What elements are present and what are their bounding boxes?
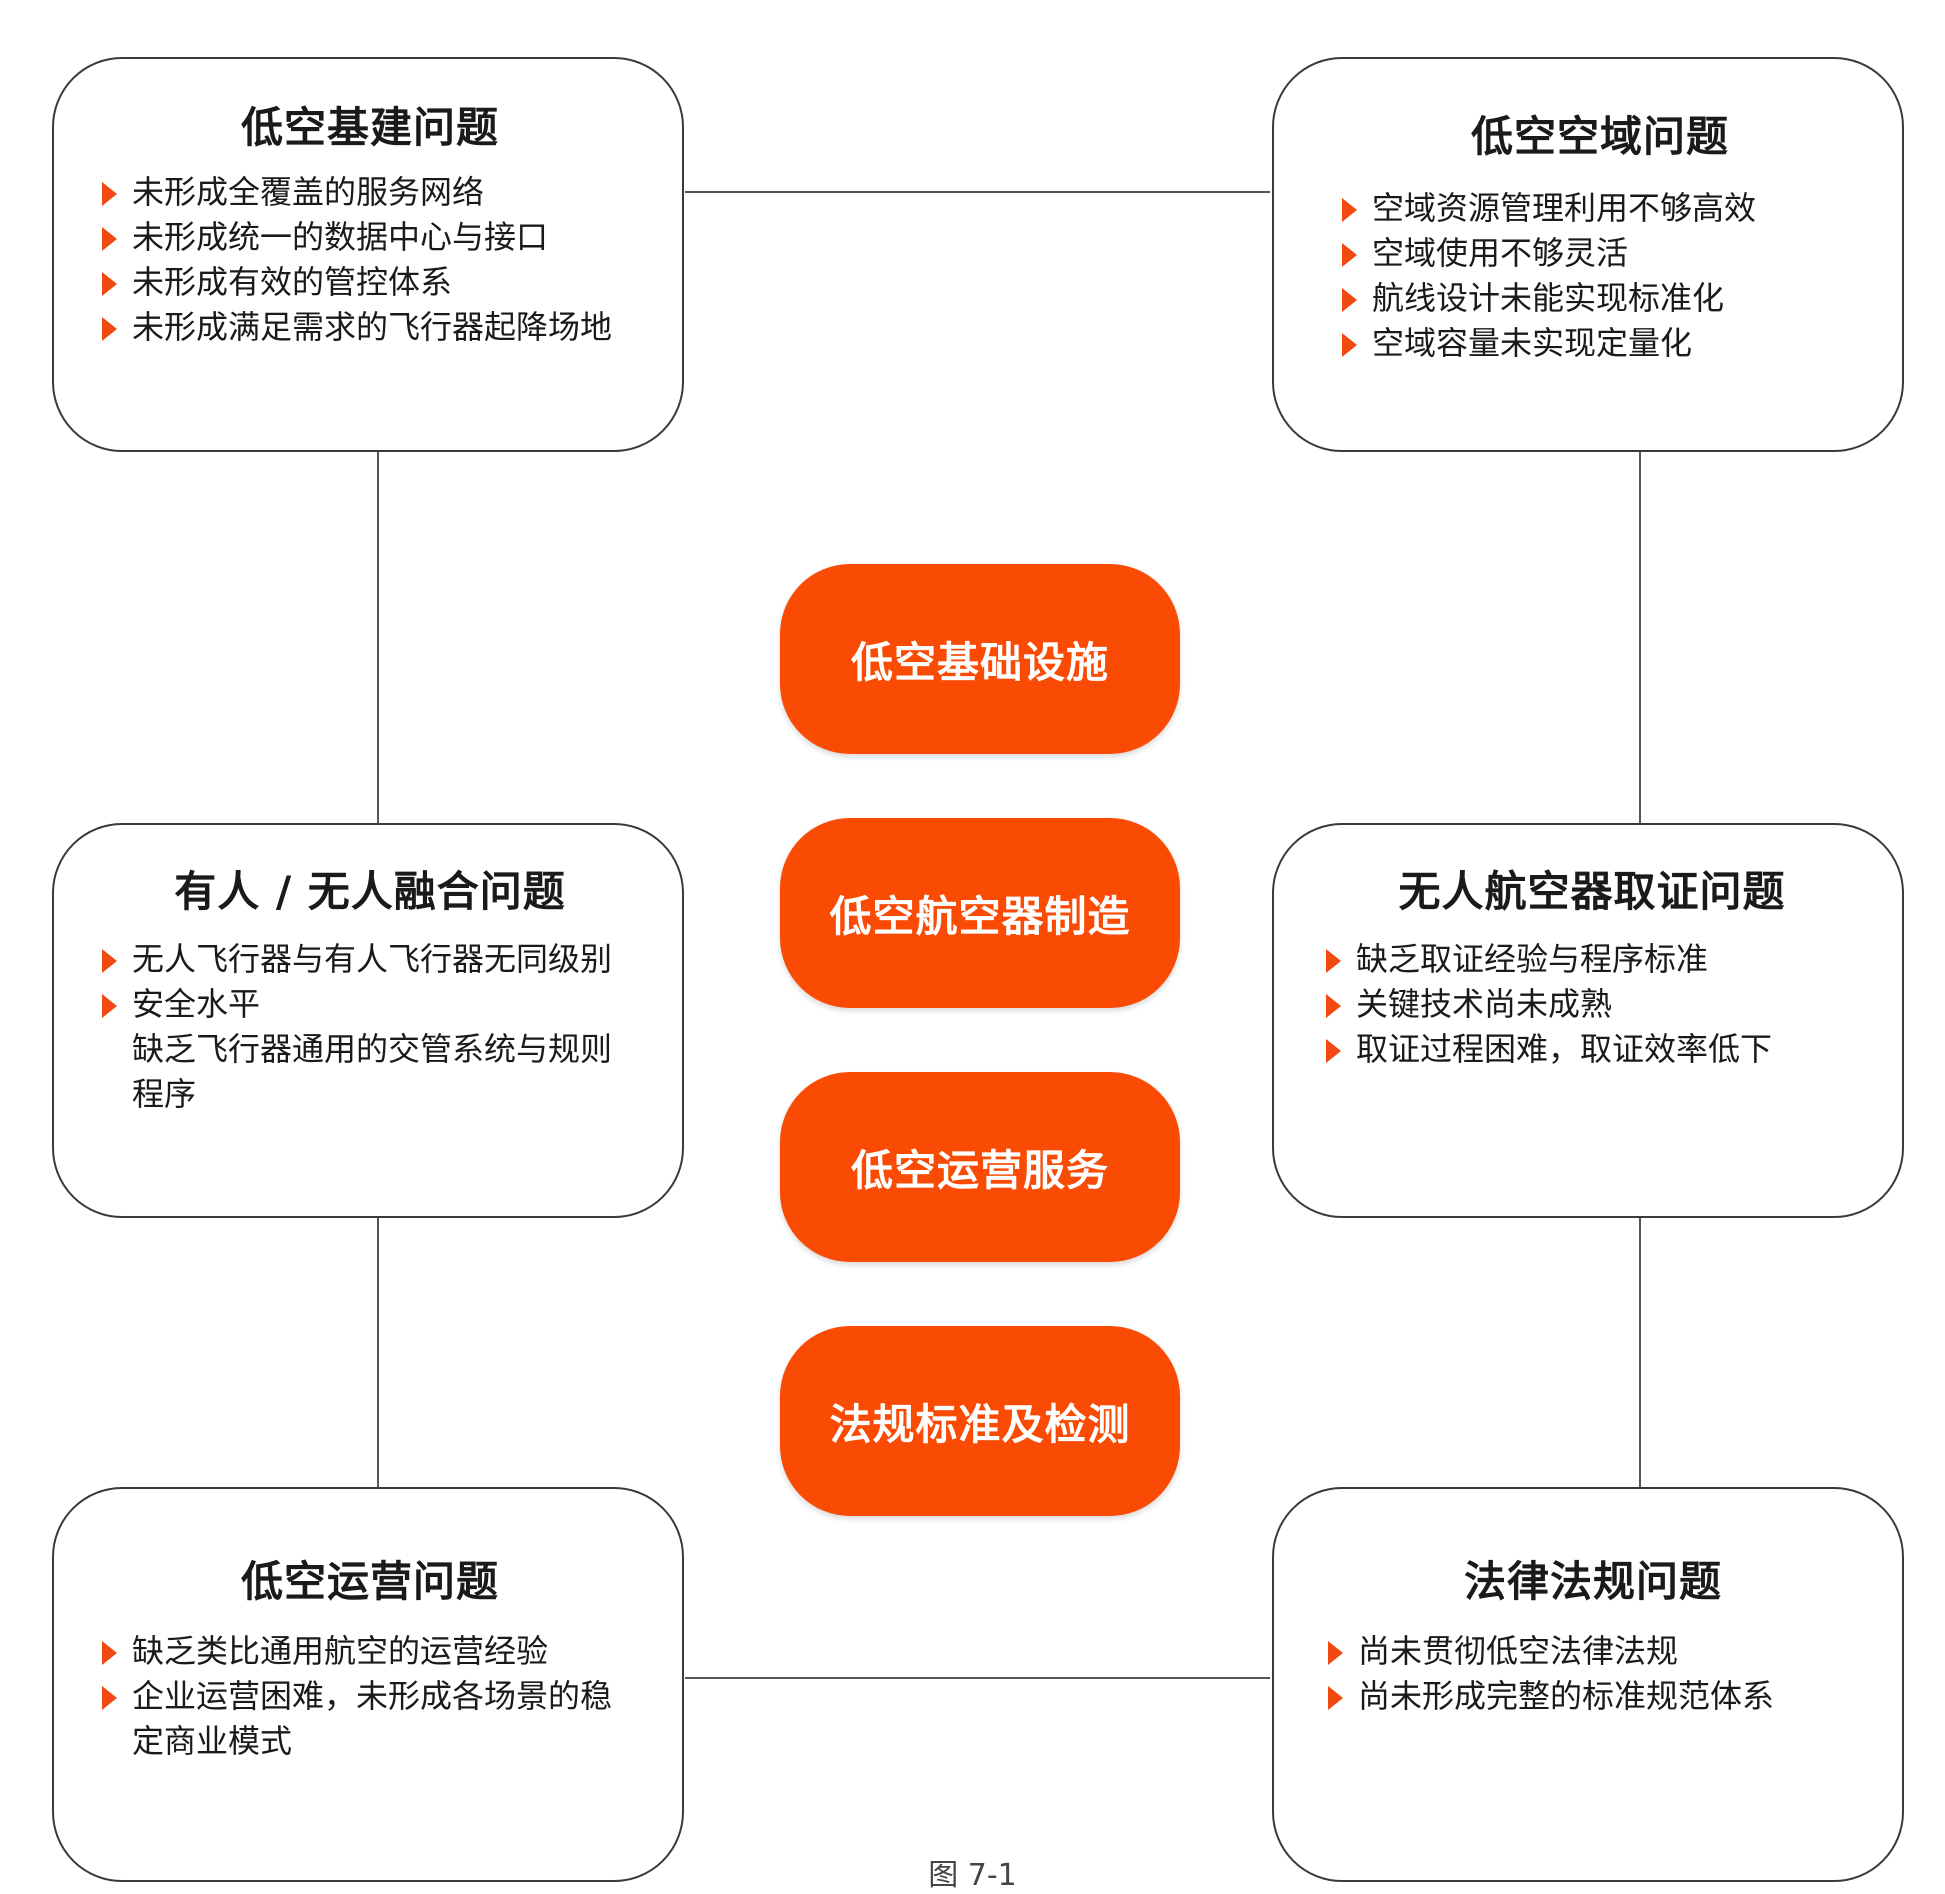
triangle-bullet-icon xyxy=(1328,1686,1343,1711)
triangle-bullet-icon xyxy=(102,1686,117,1711)
triangle-bullet-icon xyxy=(1326,949,1341,974)
triangle-bullet-icon xyxy=(102,317,117,342)
triangle-bullet-icon xyxy=(102,1641,117,1666)
triangle-bullet-icon xyxy=(1342,198,1357,223)
airspace-issues-title: 低空空域问题 xyxy=(1470,112,1729,161)
cert-issues-list: 缺乏取证经验与程序标准 关键技术尚未成熟 取证过程困难，取证效率低下 xyxy=(1322,937,1862,1072)
figure-caption: 图 7-1 xyxy=(928,1858,1017,1893)
ops-issue-item: 企业运营困难，未形成各场景的稳 xyxy=(98,1674,642,1719)
infra-issue-item: 未形成全覆盖的服务网络 xyxy=(98,170,642,215)
airspace-issue-item: 空域资源管理利用不够高效 xyxy=(1338,186,1862,231)
triangle-bullet-icon xyxy=(1342,243,1357,268)
pill-operation-services: 低空运营服务 xyxy=(780,1072,1180,1262)
ops-issues-list: 缺乏类比通用航空的运营经验 企业运营困难，未形成各场景的稳 定商业模式 xyxy=(98,1629,642,1764)
law-issue-item: 尚未形成完整的标准规范体系 xyxy=(1324,1674,1862,1719)
cert-issue-item: 缺乏取证经验与程序标准 xyxy=(1322,937,1862,982)
fusion-issues-box: 有人 / 无人融合问题 无人飞行器与有人飞行器无同级别 安全水平 缺乏飞行器通用… xyxy=(52,823,684,1218)
triangle-bullet-icon xyxy=(102,227,117,252)
infra-issue-item: 未形成满足需求的飞行器起降场地 xyxy=(98,305,642,350)
fusion-issues-title: 有人 / 无人融合问题 xyxy=(174,867,566,916)
law-issues-list: 尚未贯彻低空法律法规 尚未形成完整的标准规范体系 xyxy=(1324,1629,1862,1719)
triangle-bullet-icon xyxy=(1342,288,1357,313)
triangle-bullet-icon xyxy=(1326,1039,1341,1064)
ops-issues-box: 低空运营问题 缺乏类比通用航空的运营经验 企业运营困难，未形成各场景的稳 定商业… xyxy=(52,1487,684,1882)
triangle-bullet-icon xyxy=(102,272,117,297)
fusion-issue-item: 无人飞行器与有人飞行器无同级别 xyxy=(98,937,642,982)
infra-issue-item: 未形成统一的数据中心与接口 xyxy=(98,215,642,260)
airspace-issue-item: 航线设计未能实现标准化 xyxy=(1338,276,1862,321)
triangle-bullet-icon xyxy=(102,949,117,974)
pill-infrastructure: 低空基础设施 xyxy=(780,564,1180,754)
infra-issues-title: 低空基建问题 xyxy=(240,103,499,152)
cert-issues-title: 无人航空器取证问题 xyxy=(1398,867,1786,916)
ops-issue-item: 缺乏类比通用航空的运营经验 xyxy=(98,1629,642,1674)
airspace-issue-item: 空域使用不够灵活 xyxy=(1338,231,1862,276)
fusion-issue-text-line: 程序 xyxy=(132,1075,197,1114)
ops-issues-title: 低空运营问题 xyxy=(240,1557,499,1606)
fusion-issue-item: 安全水平 xyxy=(98,982,642,1027)
cert-issues-box: 无人航空器取证问题 缺乏取证经验与程序标准 关键技术尚未成熟 取证过程困难，取证… xyxy=(1272,823,1904,1218)
infra-issue-item: 未形成有效的管控体系 xyxy=(98,260,642,305)
law-issues-title: 法律法规问题 xyxy=(1463,1557,1722,1606)
ops-issue-text-line: 定商业模式 xyxy=(132,1722,293,1761)
fusion-issues-list: 无人飞行器与有人飞行器无同级别 安全水平 缺乏飞行器通用的交管系统与规则 程序 xyxy=(98,937,642,1117)
cert-issue-item: 取证过程困难，取证效率低下 xyxy=(1322,1027,1862,1072)
triangle-bullet-icon xyxy=(1342,333,1357,358)
triangle-bullet-icon xyxy=(1328,1641,1343,1666)
triangle-bullet-icon xyxy=(102,182,117,207)
cert-issue-item: 关键技术尚未成熟 xyxy=(1322,982,1862,1027)
fusion-issue-text-line: 缺乏飞行器通用的交管系统与规则 xyxy=(132,1030,613,1069)
infra-issues-box: 低空基建问题 未形成全覆盖的服务网络 未形成统一的数据中心与接口 未形成有效的管… xyxy=(52,57,684,452)
law-issues-box: 法律法规问题 尚未贯彻低空法律法规 尚未形成完整的标准规范体系 xyxy=(1272,1487,1904,1882)
pill-aircraft-manufacturing: 低空航空器制造 xyxy=(780,818,1180,1008)
airspace-issues-box: 低空空域问题 空域资源管理利用不够高效 空域使用不够灵活 航线设计未能实现标准化… xyxy=(1272,57,1904,452)
triangle-bullet-icon xyxy=(102,994,117,1019)
airspace-issue-item: 空域容量未实现定量化 xyxy=(1338,321,1862,366)
infra-issues-list: 未形成全覆盖的服务网络 未形成统一的数据中心与接口 未形成有效的管控体系 未形成… xyxy=(98,170,642,350)
law-issue-item: 尚未贯彻低空法律法规 xyxy=(1324,1629,1862,1674)
airspace-issues-list: 空域资源管理利用不够高效 空域使用不够灵活 航线设计未能实现标准化 空域容量未实… xyxy=(1338,186,1862,366)
pill-regulation-standards-testing: 法规标准及检测 xyxy=(780,1326,1180,1516)
triangle-bullet-icon xyxy=(1326,994,1341,1019)
